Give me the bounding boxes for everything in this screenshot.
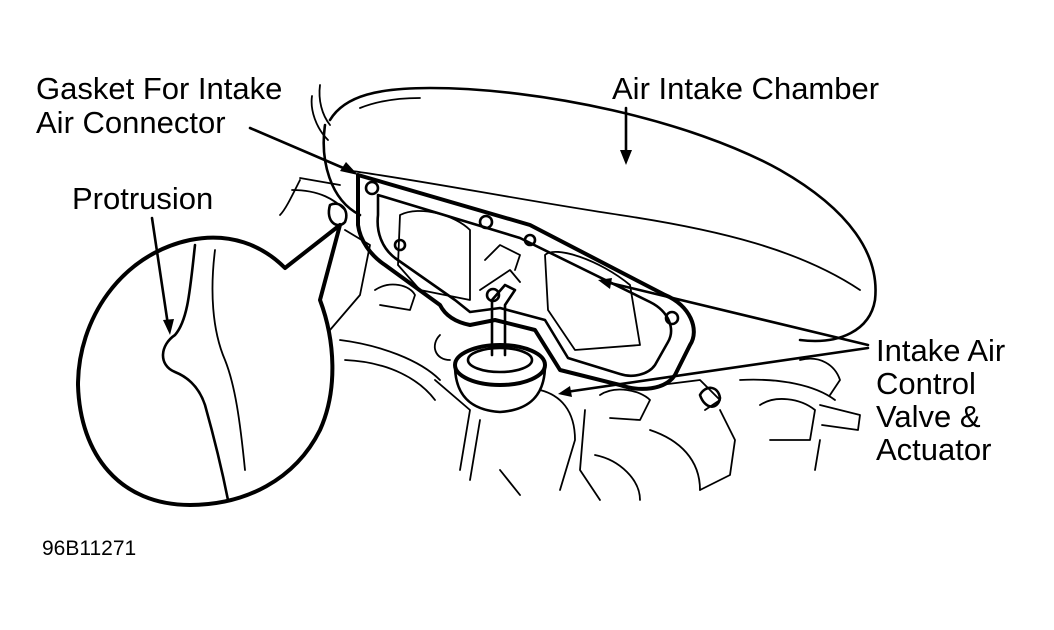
gasket-flange <box>356 173 696 391</box>
protrusion-magnifier <box>76 223 342 507</box>
gasket-label-line2: Air Connector <box>36 105 226 140</box>
leader-lines <box>150 106 870 397</box>
air-intake-chamber-label: Air Intake Chamber <box>612 71 880 106</box>
gasket-label-line1: Gasket For Intake <box>36 71 283 106</box>
valve-label-line1: Intake Air <box>876 333 1006 368</box>
valve-label-line3: Valve & <box>876 399 981 434</box>
valve-label-line2: Control <box>876 366 976 401</box>
actuator-assembly <box>453 244 547 414</box>
air-intake-chamber-body <box>310 84 877 343</box>
valve-label-line4: Actuator <box>876 432 992 467</box>
protrusion-label: Protrusion <box>72 181 214 216</box>
engine-background <box>279 177 861 501</box>
figure-id: 96B11271 <box>42 537 137 560</box>
